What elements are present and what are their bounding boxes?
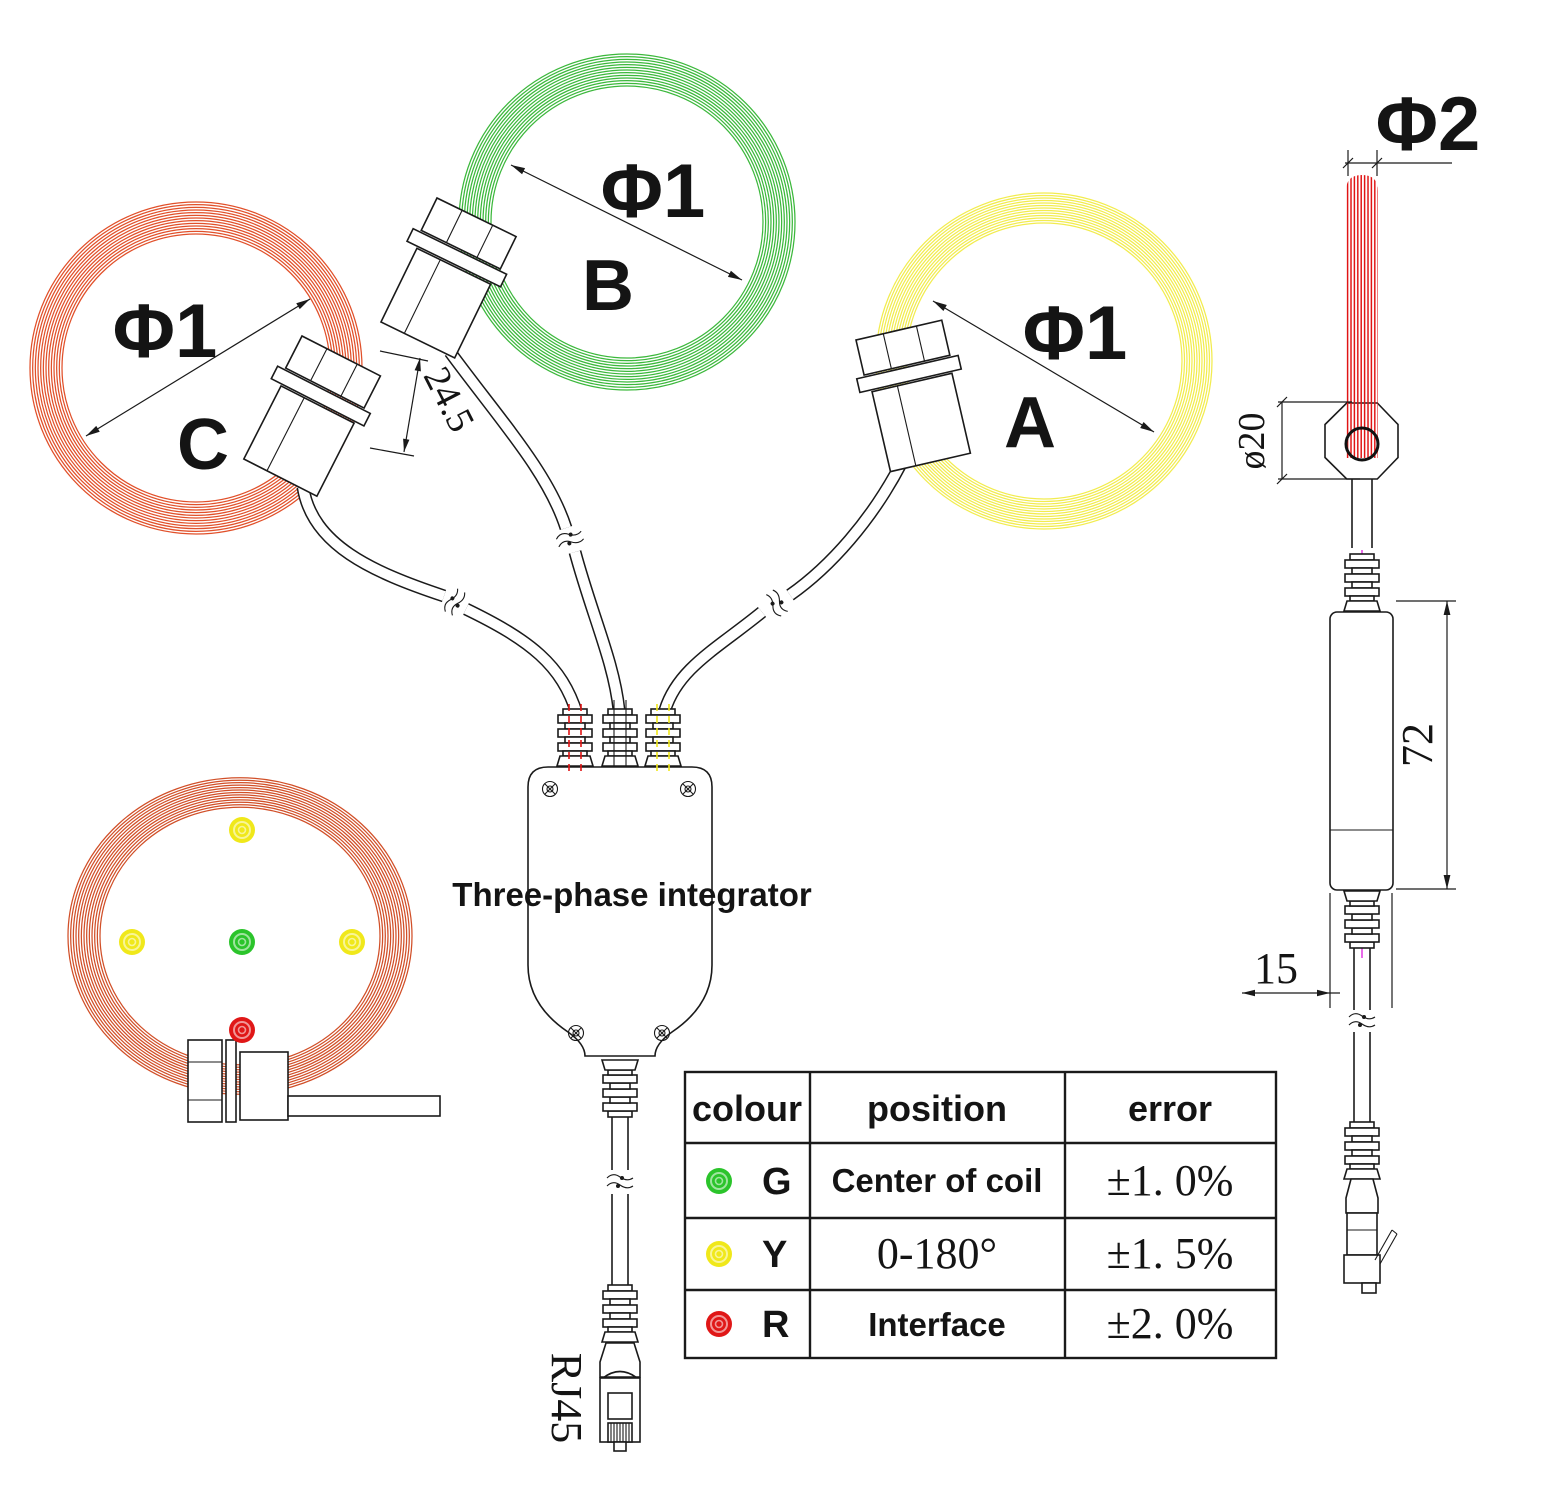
side-body xyxy=(1329,611,1394,891)
coil-b-connector xyxy=(379,196,518,360)
spare-coil-leds xyxy=(118,816,366,1044)
table-led-green xyxy=(705,1167,733,1195)
spare-coil-cable xyxy=(287,1095,441,1117)
table-row-red: R Interface ±2. 0% xyxy=(705,1299,1234,1348)
coil-c-connector xyxy=(242,334,382,498)
table-header-colour: colour xyxy=(692,1088,802,1129)
coil-b-phase-label: B xyxy=(582,246,634,326)
rj45-plug-front xyxy=(599,1342,641,1452)
integrator-gland-a xyxy=(644,704,682,772)
side-view: Φ2 ø20 72 xyxy=(1231,82,1481,1294)
led-table: colour position error G Center of coil ±… xyxy=(683,1070,1278,1360)
table-error-g: ±1. 0% xyxy=(1107,1156,1234,1205)
hole-dia-label: ø20 xyxy=(1231,413,1273,470)
rj45-front-window xyxy=(607,1392,633,1420)
table-error-y: ±1. 5% xyxy=(1107,1229,1234,1278)
integrator-gland-b xyxy=(601,700,639,767)
spare-coil-connector xyxy=(187,1039,441,1123)
table-header-position: position xyxy=(867,1088,1007,1129)
coil-side-bar xyxy=(1346,175,1378,458)
led-yellow-left xyxy=(118,928,146,956)
coil-b-dimension: Φ1 B xyxy=(510,149,743,326)
side-cable-break xyxy=(1347,1013,1377,1029)
table-error-r: ±2. 0% xyxy=(1107,1299,1234,1348)
led-yellow-right xyxy=(338,928,366,956)
coil-a-phase-label: A xyxy=(1004,383,1056,463)
table-code-r: R xyxy=(762,1304,789,1346)
coil-c-phase-label: C xyxy=(177,405,229,485)
table-header-error: error xyxy=(1128,1088,1212,1129)
cable-b xyxy=(444,348,626,711)
table-position-y: 0-180° xyxy=(877,1229,997,1278)
body-length-label: 72 xyxy=(1393,723,1442,767)
coil-a-connector xyxy=(855,319,972,473)
integrator-box xyxy=(527,766,713,1057)
rj45-latch xyxy=(1374,1229,1398,1265)
table-row-green: G Center of coil ±1. 0% xyxy=(705,1156,1234,1205)
table-led-yellow xyxy=(705,1240,733,1268)
led-yellow-top xyxy=(228,816,256,844)
table-led-red xyxy=(705,1310,733,1338)
led-green-center xyxy=(228,928,256,956)
led-red-bottom xyxy=(228,1016,256,1044)
cable-c-break xyxy=(441,585,469,619)
coil-a-dimension: Φ1 A xyxy=(932,291,1155,463)
coil-thickness-label: Φ2 xyxy=(1376,82,1481,167)
coil-c-diameter-label: Φ1 xyxy=(113,289,218,374)
clamp-hole xyxy=(1344,426,1380,462)
cable-c xyxy=(296,485,584,716)
table-position-r: Interface xyxy=(868,1306,1006,1343)
body-offset-label: 15 xyxy=(1254,944,1298,993)
coil-c-dimension: Φ1 C xyxy=(85,289,311,485)
cable-a xyxy=(658,459,908,713)
cable-a-break xyxy=(762,586,792,620)
integrator-label: Three-phase integrator xyxy=(452,876,812,913)
cable-b-break xyxy=(553,527,587,551)
table-code-g: G xyxy=(762,1161,792,1203)
coil-a-diameter-label: Φ1 xyxy=(1023,291,1128,376)
table-position-g: Center of coil xyxy=(832,1162,1043,1199)
integrator-output-cable xyxy=(601,1059,639,1343)
integrator-gland-c xyxy=(556,704,594,772)
rj45-label: RJ45 xyxy=(542,1353,591,1443)
output-cable-break xyxy=(605,1174,635,1190)
table-code-y: Y xyxy=(762,1234,787,1276)
rj45-plug-side xyxy=(1343,1178,1398,1294)
coil-b-diameter-label: Φ1 xyxy=(601,149,706,234)
rj45-front-pins xyxy=(607,1422,633,1443)
table-row-yellow: Y 0-180° ±1. 5% xyxy=(705,1229,1234,1278)
